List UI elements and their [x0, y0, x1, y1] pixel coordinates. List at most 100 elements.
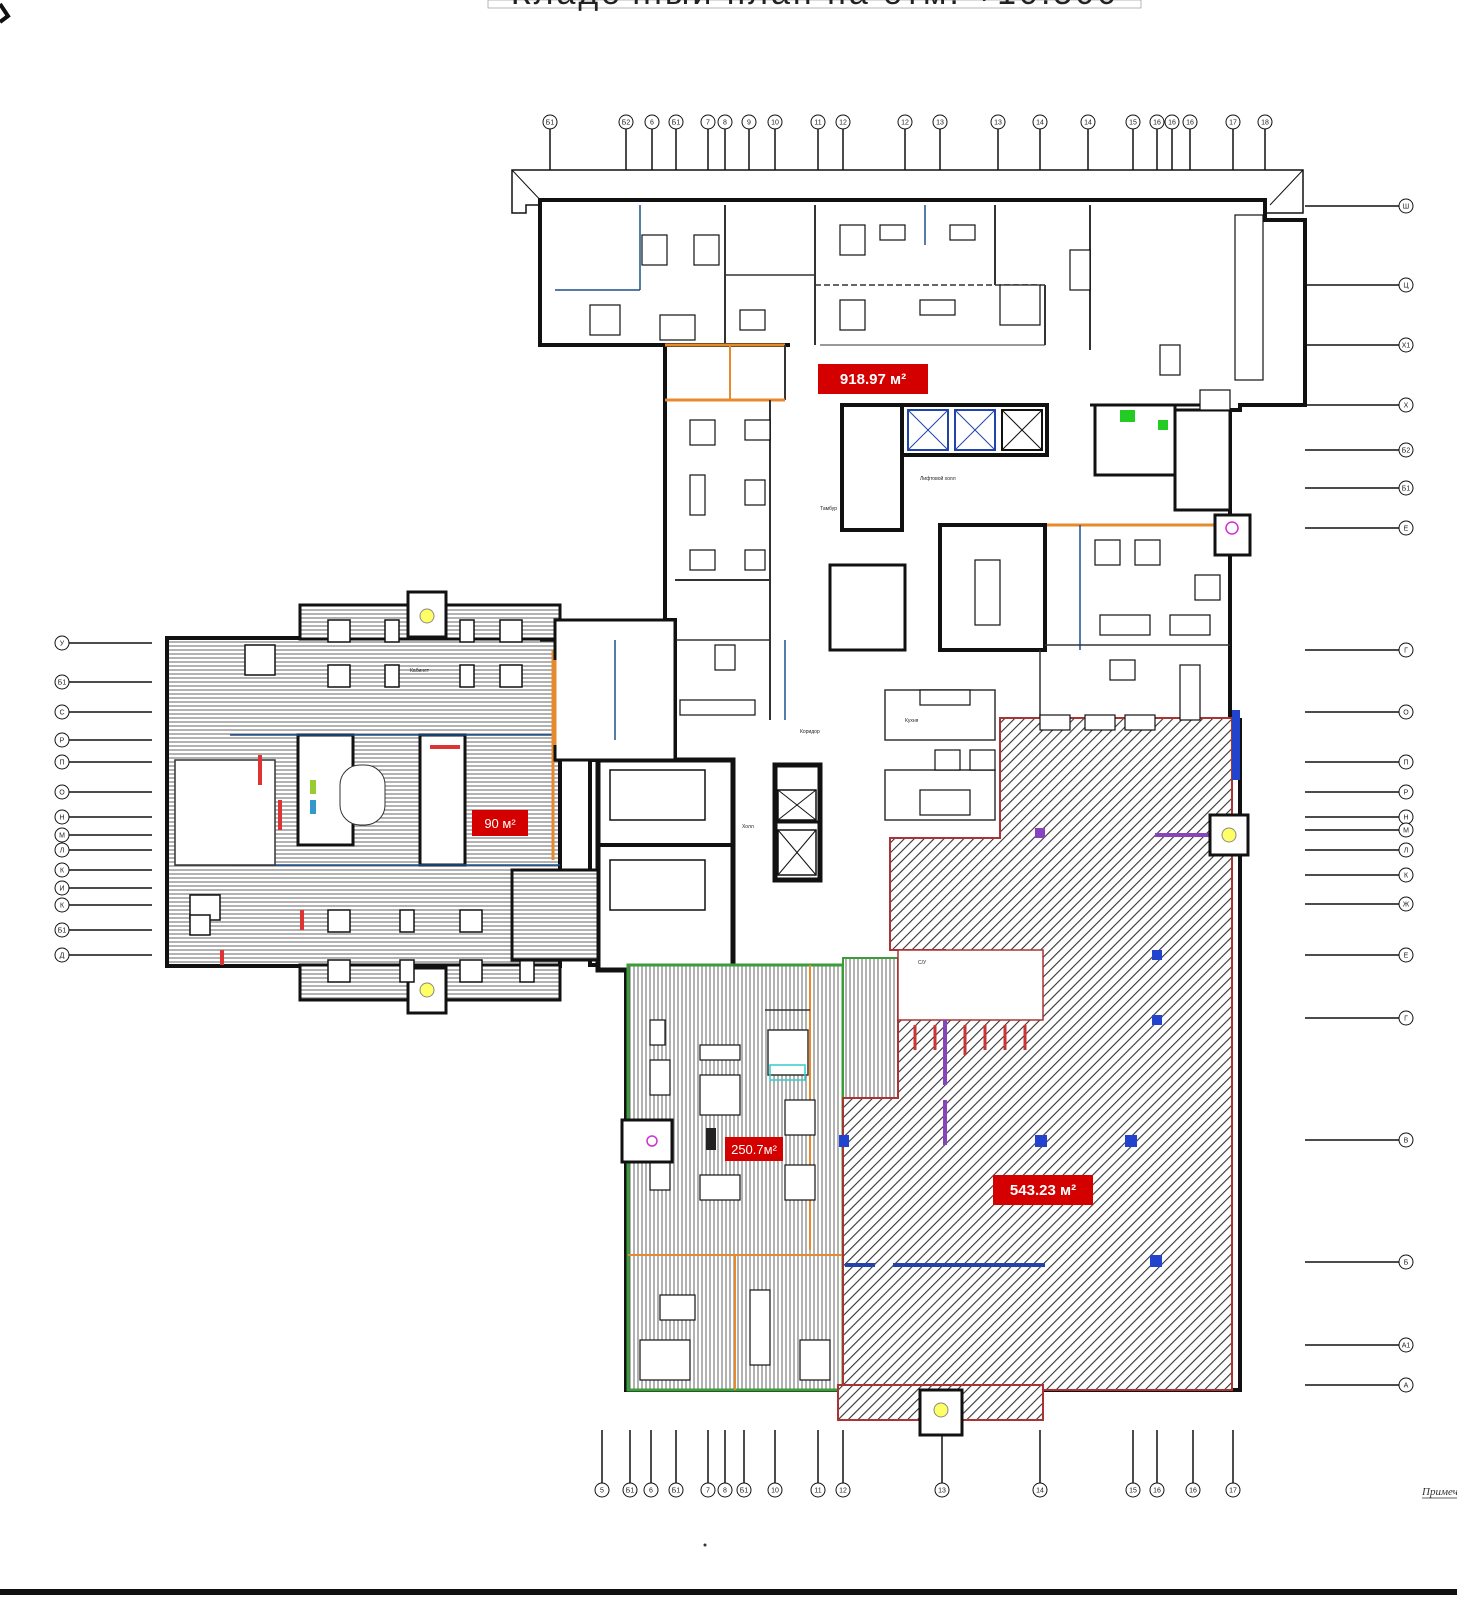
axis-top-17: 16 — [1164, 114, 1180, 170]
axis-right-14: К — [1305, 867, 1414, 883]
axis-top-17-label: 16 — [1168, 120, 1176, 127]
axis-bottom-4: 7 — [700, 1430, 716, 1498]
axis-top-12: 13 — [990, 114, 1006, 170]
axis-left-12-label: Б1 — [58, 928, 67, 935]
axis-top-16: 16 — [1149, 114, 1165, 170]
axis-bottom-4-label: 7 — [706, 1488, 710, 1495]
axis-bottom-1-label: Б1 — [626, 1488, 635, 1495]
area-badge-3: 250.7м² — [725, 1137, 783, 1161]
axis-bottom-3-label: Б1 — [672, 1488, 681, 1495]
axis-right-3-label: Х — [1404, 403, 1409, 410]
axis-left-3-label: Р — [60, 738, 65, 745]
axis-left-3: Р — [54, 732, 152, 748]
title-frame — [487, 0, 1142, 9]
axis-right-6-label: Е — [1404, 526, 1409, 533]
axis-bottom-3: Б1 — [668, 1430, 684, 1498]
axis-left-4-label: П — [59, 760, 64, 767]
axis-right-21: А — [1305, 1377, 1414, 1393]
axis-left-8-label: Л — [60, 848, 65, 855]
axis-left-6: Н — [54, 809, 152, 825]
axis-right-4: Б2 — [1305, 442, 1414, 458]
axis-left-0: У — [54, 635, 152, 651]
axis-top-9: 12 — [835, 114, 851, 170]
axis-bottom-8: 11 — [810, 1430, 826, 1498]
corner-mark — [0, 2, 11, 24]
axis-top-20-label: 18 — [1261, 120, 1269, 127]
axis-bottom-13: 16 — [1149, 1430, 1165, 1498]
axis-bottom-14: 16 — [1185, 1430, 1201, 1498]
green-marker-2 — [1158, 420, 1168, 430]
axis-top-3-label: Б1 — [672, 120, 681, 127]
axis-right-0-label: Ш — [1403, 204, 1409, 211]
axis-left-4: П — [54, 754, 152, 770]
axis-top-6: 9 — [741, 114, 757, 170]
axis-right-16: Е — [1305, 947, 1414, 963]
axis-right-19: Б — [1305, 1254, 1414, 1270]
axis-bottom-7: 10 — [767, 1430, 783, 1498]
axis-bottom-9: 12 — [835, 1430, 851, 1498]
page-title: Кладочный план на отм. +10.500 — [511, 0, 1119, 12]
room-label-tambur: Тамбур — [820, 506, 837, 512]
axis-left-2-label: С — [59, 710, 64, 717]
axis-right-14-label: К — [1404, 873, 1409, 880]
axis-left-7-label: М — [59, 833, 65, 840]
axis-right-7: Г — [1305, 642, 1414, 658]
axis-right-16-label: Е — [1404, 953, 1409, 960]
axis-top-9-label: 12 — [839, 120, 847, 127]
axis-top-20: 18 — [1257, 114, 1273, 170]
axis-top-15-label: 15 — [1129, 120, 1137, 127]
axis-right-18-label: В — [1404, 1138, 1409, 1145]
axis-bottom-0: 5 — [594, 1430, 610, 1498]
axis-right-2-label: Х1 — [1402, 343, 1411, 350]
lift-cabins — [777, 409, 1043, 876]
axis-bottom-6: Б1 — [736, 1430, 752, 1498]
axis-left-1-label: Б1 — [58, 680, 67, 687]
axis-right-9: П — [1305, 754, 1414, 770]
axis-bottom-6-label: Б1 — [740, 1488, 749, 1495]
axis-left-11: К — [54, 897, 152, 913]
axis-top-0-label: Б1 — [546, 120, 555, 127]
axis-right-3: Х — [1305, 397, 1414, 413]
axis-top-0: Б1 — [542, 114, 558, 170]
axis-right-10-label: Р — [1404, 790, 1409, 797]
axis-left-9: К — [54, 862, 152, 878]
axis-top-15: 15 — [1125, 114, 1141, 170]
room-label-cabinet: Кабинет — [410, 668, 430, 674]
room-label-corridor: Коридор — [800, 729, 820, 735]
axis-right-17: Г — [1305, 1010, 1414, 1026]
axis-top-18-label: 16 — [1186, 120, 1194, 127]
axis-bottom-5: 8 — [717, 1430, 733, 1498]
axis-top-5: 8 — [717, 114, 733, 170]
axis-right-11: Н — [1305, 809, 1414, 825]
area-badge-4: 543.23 м² — [993, 1175, 1093, 1205]
axis-left-12: Б1 — [54, 922, 152, 938]
axis-top-14-label: 14 — [1084, 120, 1092, 127]
axis-bottom-1: Б1 — [622, 1430, 638, 1498]
axis-bottom-7-label: 10 — [771, 1488, 779, 1495]
axis-left-5-label: О — [59, 790, 65, 797]
axis-right-5: Б1 — [1305, 480, 1414, 496]
axis-top-5-label: 8 — [723, 120, 727, 127]
axis-right-19-label: Б — [1404, 1260, 1409, 1267]
axis-bottom-8-label: 11 — [814, 1488, 821, 1495]
bottom-border — [0, 1589, 1457, 1595]
room-label-su: С/У — [918, 960, 927, 966]
note-text: Примеч. 1 Все — [1421, 1486, 1457, 1498]
axis-bottom-12-label: 15 — [1129, 1488, 1137, 1495]
axis-left-8: Л — [54, 842, 152, 858]
axis-top-1-label: Б2 — [622, 120, 631, 127]
axis-top-19-label: 17 — [1229, 120, 1237, 127]
area-label-3: 250.7м² — [731, 1142, 777, 1157]
lower-left-block — [620, 957, 899, 1392]
room-label-kitchen: Кухня — [905, 718, 919, 724]
area-label-4: 543.23 м² — [1010, 1182, 1076, 1199]
axis-top-7: 10 — [767, 114, 783, 170]
axis-right-15-label: Ж — [1403, 902, 1410, 909]
axis-left-6-label: Н — [59, 815, 64, 822]
axis-top-12-label: 13 — [994, 120, 1002, 127]
axis-left-10-label: И — [59, 886, 64, 893]
axis-bottom-14-label: 16 — [1189, 1488, 1197, 1495]
